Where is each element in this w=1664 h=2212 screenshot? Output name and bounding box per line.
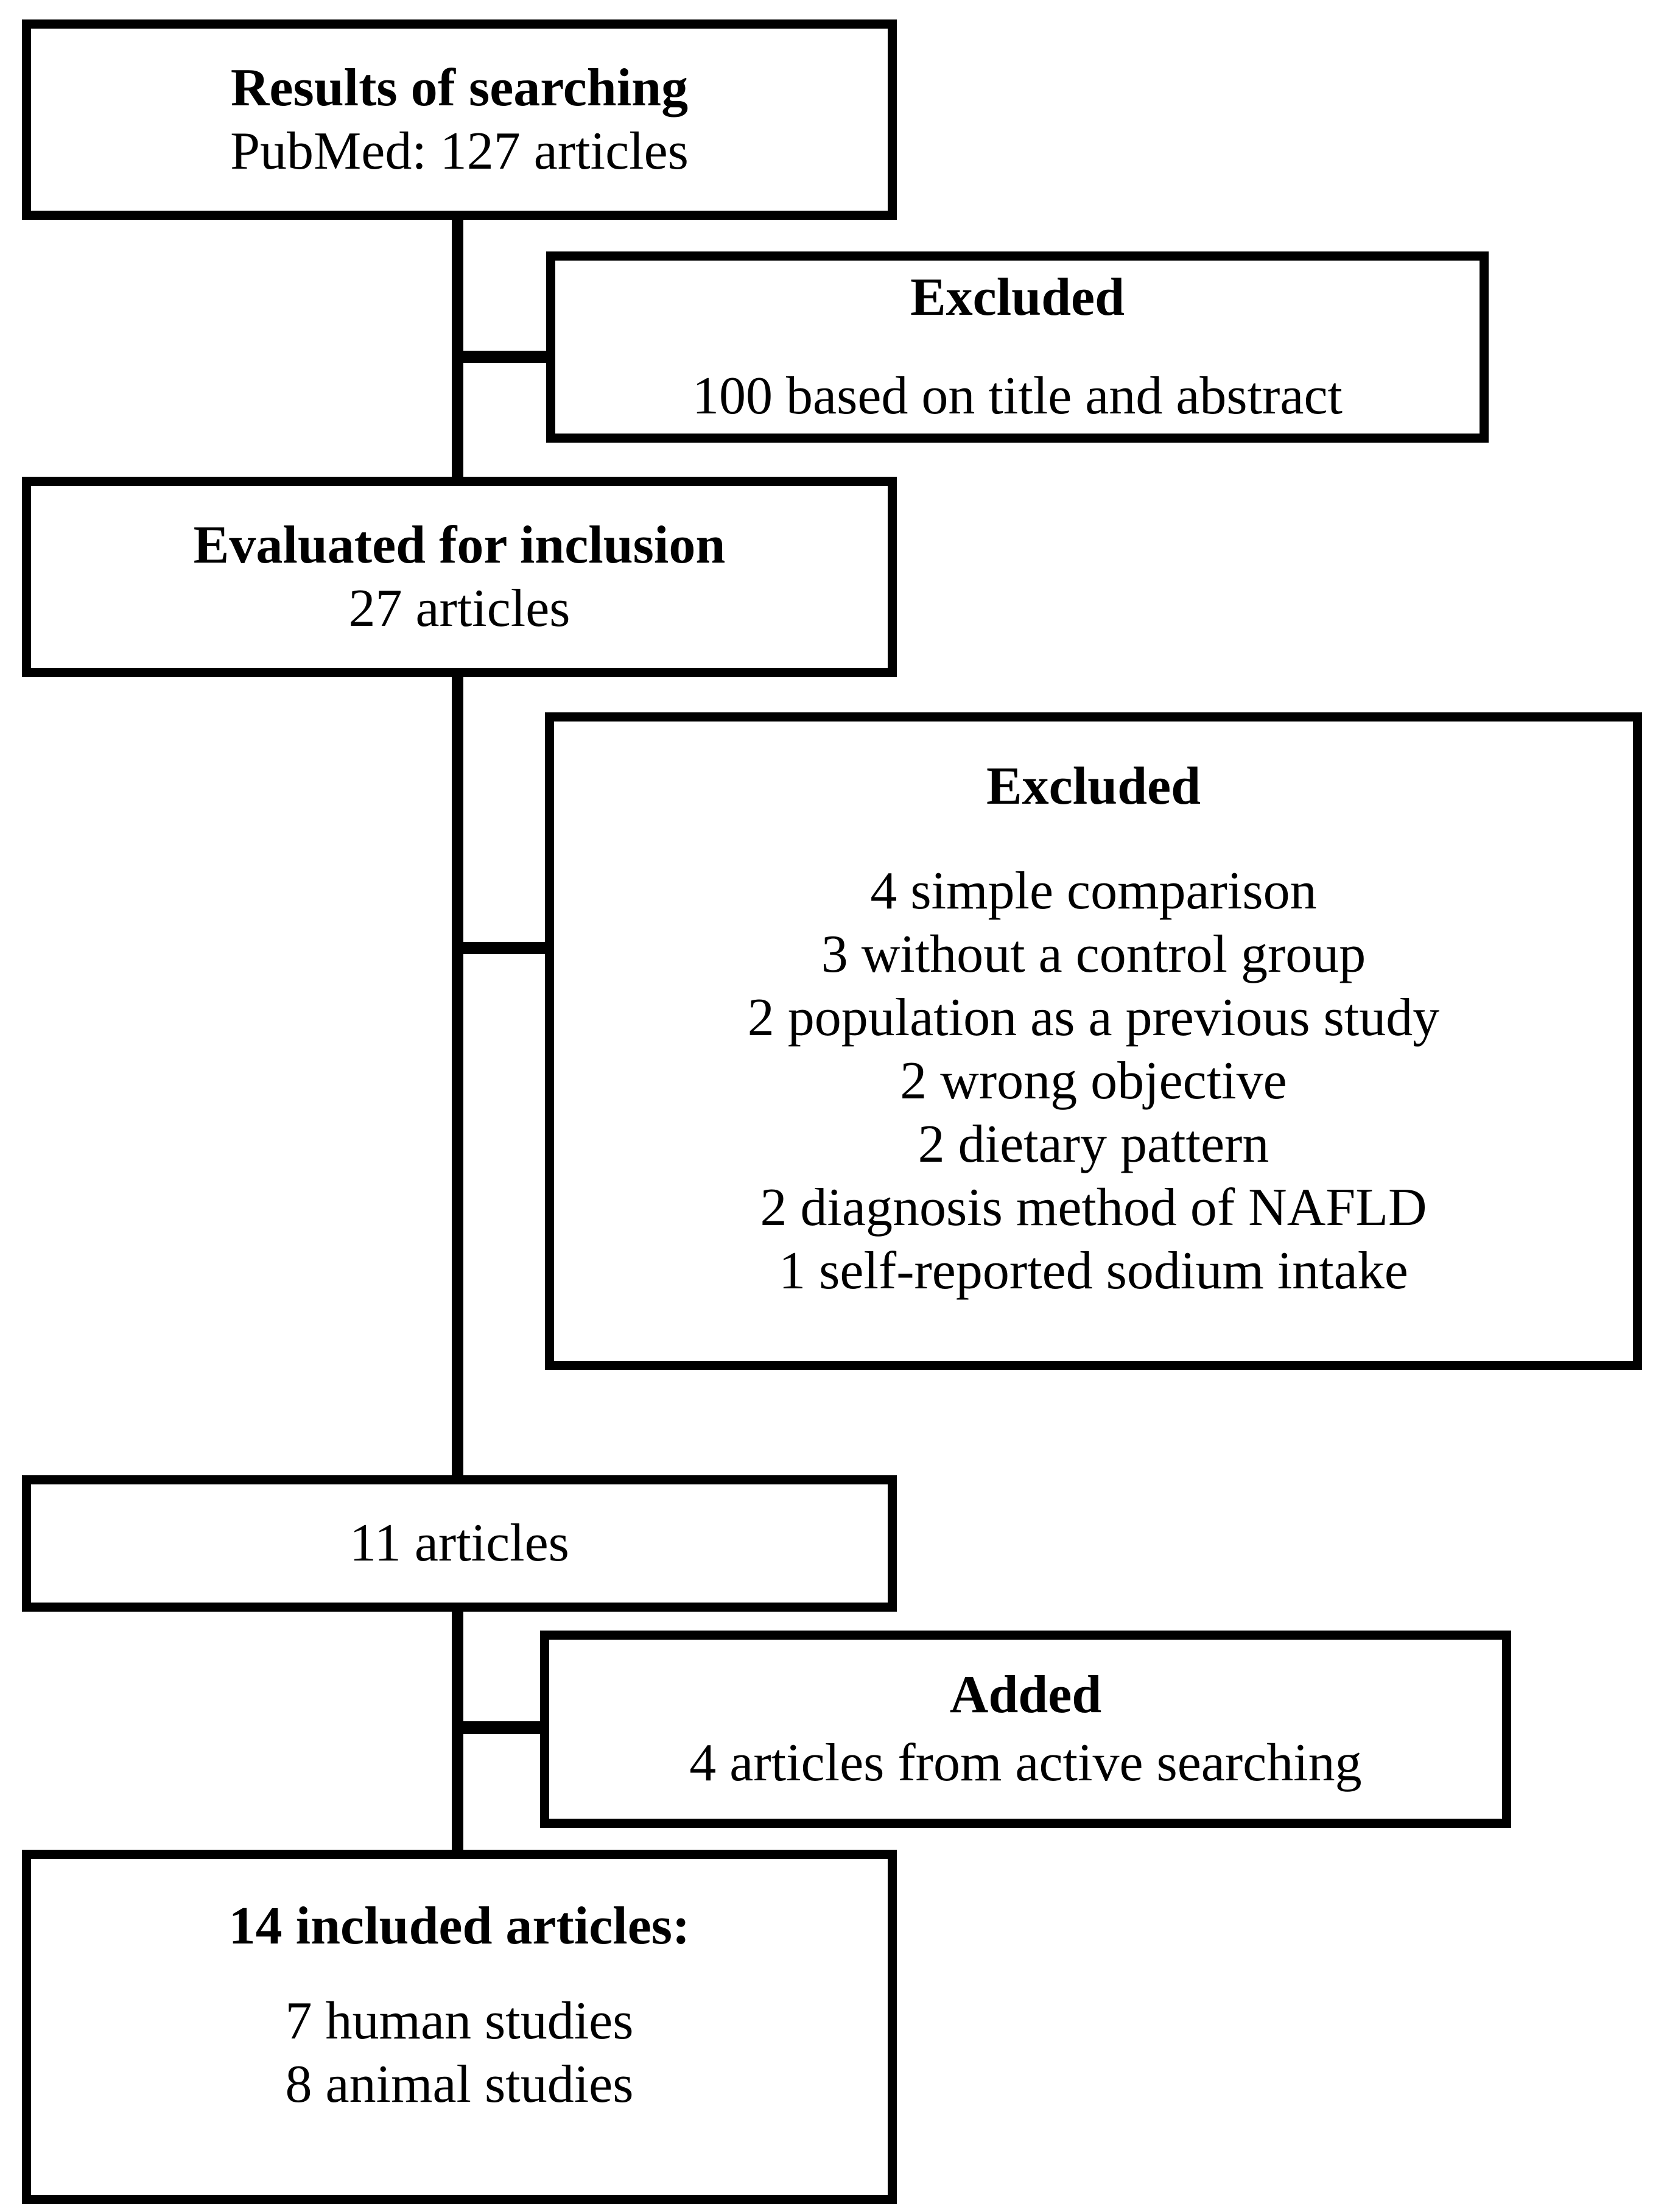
- flow-box-evaluated-for-inclusion: Evaluated for inclusion 27 articles: [22, 477, 897, 677]
- connector-to-added: [452, 1721, 542, 1734]
- included-study-line: 7 human studies: [285, 1992, 634, 2051]
- flow-box-results-of-searching: Results of searching PubMed: 127 article…: [22, 19, 897, 220]
- excluded-reason-line: 4 simple comparison: [870, 862, 1317, 921]
- excluded-reason-line: 1 self-reported sodium intake: [779, 1241, 1408, 1301]
- box-title: Excluded: [986, 757, 1201, 816]
- excluded-reason-line: 2 wrong objective: [900, 1052, 1287, 1111]
- connector-to-excluded-title-abstract: [452, 351, 546, 363]
- connector-to-excluded-reasons: [452, 942, 546, 954]
- flow-box-excluded-reasons: Excluded 4 simple comparison 3 without a…: [545, 712, 1642, 1370]
- box-title: 14 included articles:: [228, 1897, 690, 1956]
- box-title: Results of searching: [230, 58, 689, 118]
- box-text-line: PubMed: 127 articles: [230, 121, 689, 181]
- box-text-line: 4 articles from active searching: [689, 1733, 1362, 1792]
- box-text-line: 11 articles: [349, 1514, 569, 1573]
- included-study-line: 8 animal studies: [285, 2055, 634, 2114]
- box-title: Evaluated for inclusion: [193, 515, 726, 575]
- flow-box-eleven-articles: 11 articles: [22, 1475, 897, 1612]
- excluded-reason-line: 2 dietary pattern: [918, 1115, 1269, 1174]
- flow-box-added: Added 4 articles from active searching: [540, 1631, 1511, 1828]
- excluded-reason-line: 2 diagnosis method of NAFLD: [760, 1178, 1427, 1237]
- flow-box-excluded-title-abstract: Excluded 100 based on title and abstract: [546, 251, 1489, 443]
- box-title: Excluded: [910, 268, 1125, 327]
- box-title: Added: [949, 1665, 1102, 1724]
- excluded-reason-line: 3 without a control group: [821, 925, 1366, 984]
- excluded-reason-line: 2 population as a previous study: [747, 988, 1440, 1047]
- flow-box-included-articles: 14 included articles: 7 human studies 8 …: [22, 1850, 897, 2204]
- box-text-line: 100 based on title and abstract: [692, 367, 1343, 426]
- box-text-line: 27 articles: [348, 578, 570, 638]
